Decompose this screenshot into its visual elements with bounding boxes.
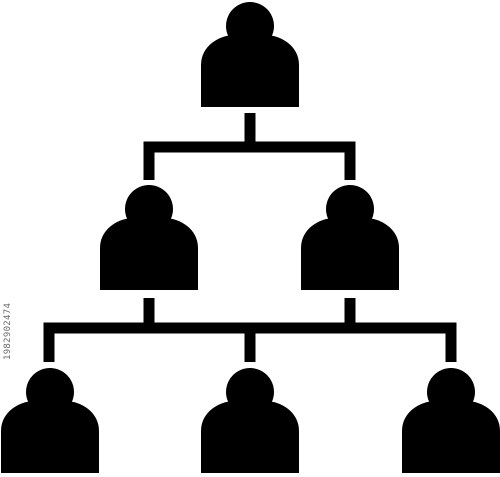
person-icon-level3-left	[1, 368, 99, 473]
connector-left-to-level3	[43, 298, 155, 362]
person-icon-level3-middle	[201, 368, 299, 473]
connector-level1-to-level2	[143, 113, 256, 180]
person-icon-level2-right	[301, 185, 399, 290]
person-icon-level1-top	[201, 2, 299, 107]
person-icon-level3-right	[402, 368, 500, 473]
stock-id-label: 1982902474	[3, 302, 13, 360]
person-icon-level2-left	[100, 185, 198, 290]
connector-right-to-level3	[344, 298, 457, 362]
connectors	[43, 113, 457, 362]
connector-level1-to-level2-right	[250, 141, 356, 180]
